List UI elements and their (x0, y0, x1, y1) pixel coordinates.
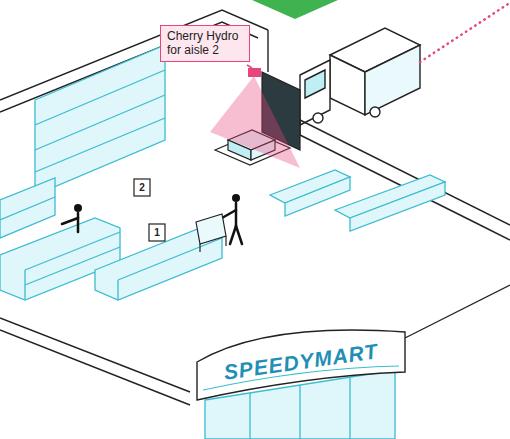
leader-line (247, 65, 252, 68)
cart (196, 214, 226, 252)
scan-beam (210, 76, 300, 168)
store-canopy: SPEEDYMART (195, 320, 407, 402)
callout-box: Cherry Hydro for aisle 2 (160, 25, 250, 62)
aisle-sign (134, 179, 150, 196)
aisle-number: 2 (135, 181, 149, 195)
route-dots (420, 4, 508, 62)
callout-text: Cherry Hydro for aisle 2 (167, 29, 243, 57)
scanner (248, 68, 261, 77)
aisle-sign (149, 224, 165, 241)
people (62, 194, 242, 244)
walls (0, 10, 510, 405)
truck (300, 28, 420, 125)
aisle-number: 1 (150, 226, 164, 240)
shelves (0, 45, 445, 300)
flow-arrow (252, 0, 338, 19)
